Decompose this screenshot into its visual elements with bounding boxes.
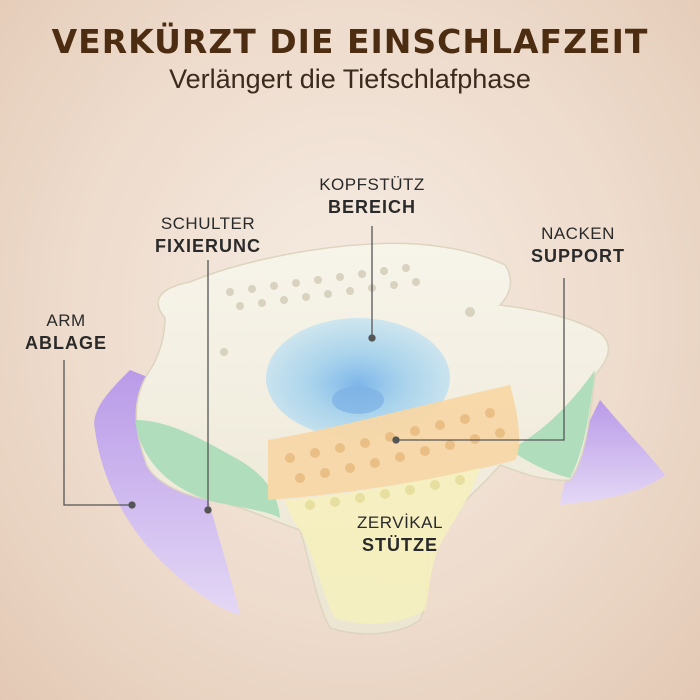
label-cervical-support: ZERVİKAL STÜTZE (357, 513, 443, 555)
label-head-support: KOPFSTÜTZ BEREICH (319, 175, 425, 217)
massage-dots-neck (285, 408, 505, 483)
arm-wing-right (560, 400, 665, 505)
massage-dots-cervical (305, 475, 465, 510)
cervical-zone (285, 468, 480, 624)
headline: VERKÜRZT DIE EINSCHLAFZEIT (51, 22, 649, 61)
arm-wing-left (94, 370, 240, 615)
head-support-zone (266, 318, 450, 438)
shoulder-zone-right (510, 370, 595, 478)
massage-dots-top (220, 264, 475, 356)
label-neck-support: NACKEN SUPPORT (530, 224, 625, 266)
label-shoulder-fixation: SCHULTER FIXIERUNC (154, 214, 261, 256)
subheadline: Verlängert die Tiefschlafphase (169, 64, 531, 94)
label-arm-rest: ARM ABLAGE (25, 311, 107, 353)
leader-lines (63, 226, 565, 514)
